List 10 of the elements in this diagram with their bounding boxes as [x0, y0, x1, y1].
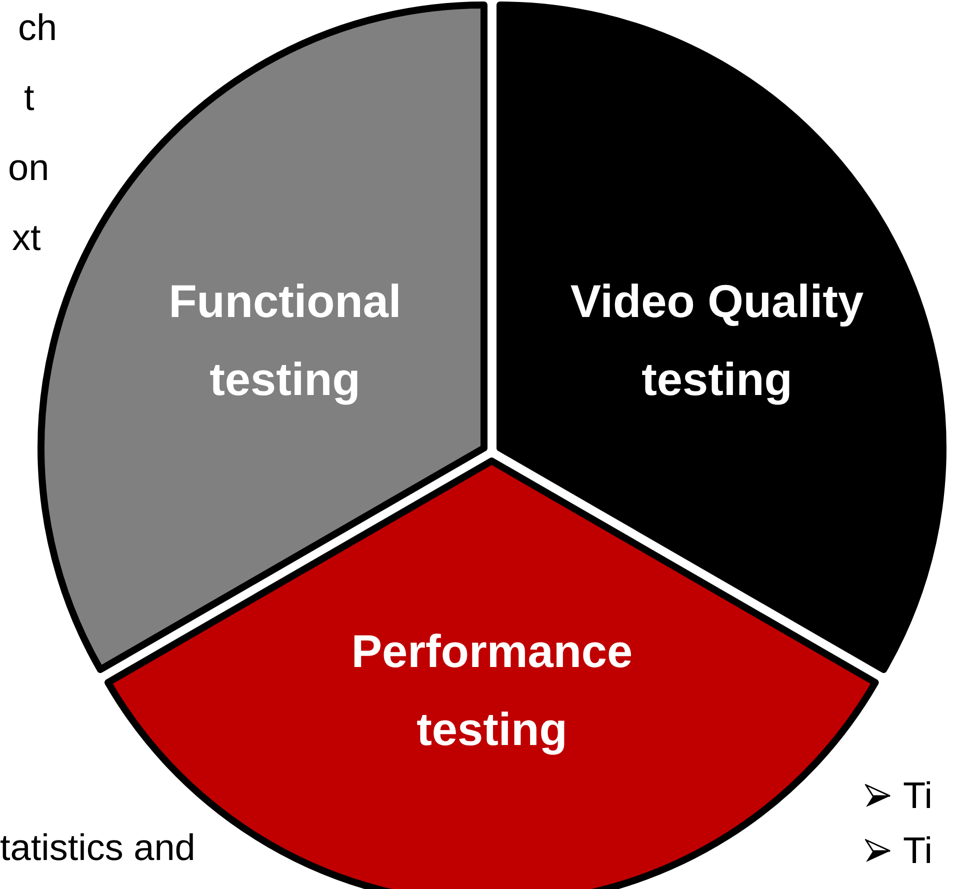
sector-label: Functional testing — [168, 274, 402, 407]
body-text: tatistics and — [0, 826, 196, 870]
body-text: on — [8, 146, 50, 190]
sector-label: Video Quality testing — [569, 274, 865, 407]
body-text: ch — [18, 6, 58, 50]
body-text: xt — [12, 216, 41, 260]
body-text: t — [24, 76, 34, 120]
body-text: Ti — [903, 829, 932, 873]
sector-label: Performance testing — [350, 624, 634, 757]
body-text: Ti — [903, 774, 932, 818]
